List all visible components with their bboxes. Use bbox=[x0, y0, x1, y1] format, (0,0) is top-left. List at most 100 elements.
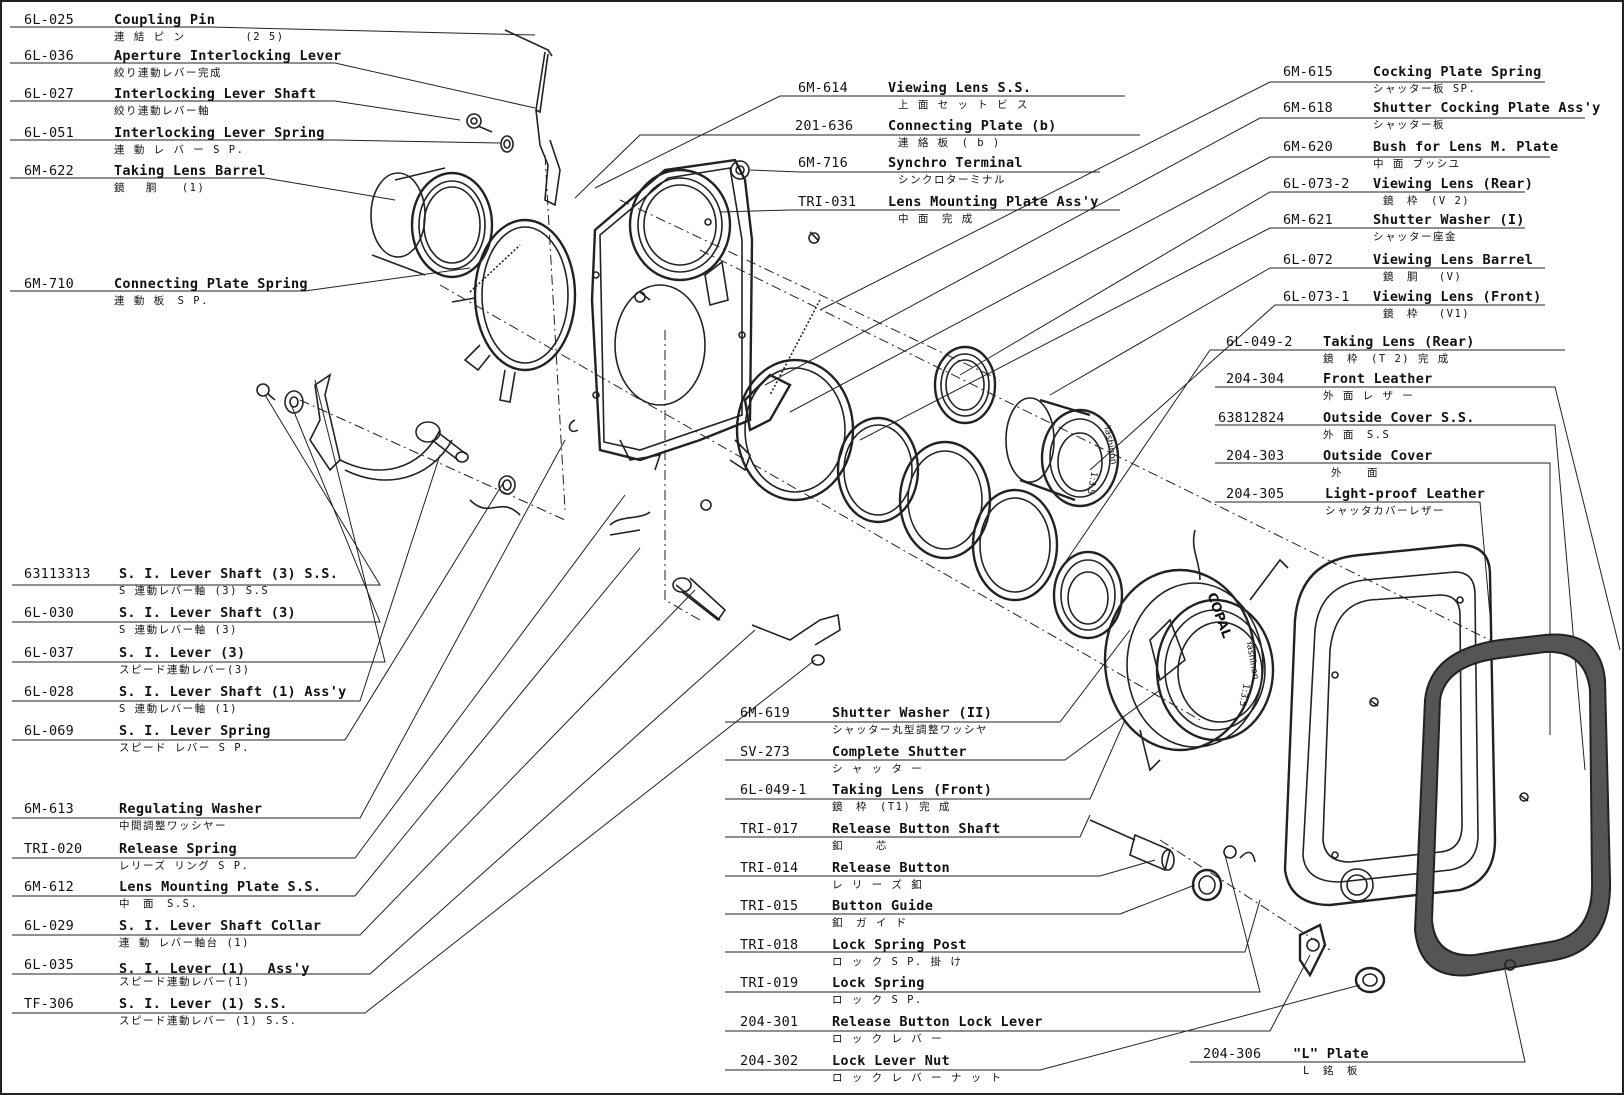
part-code: 6L-072 bbox=[1283, 252, 1333, 268]
part-name-jp: S 連動レバー軸 (3) bbox=[119, 624, 238, 636]
part-name-jp: 鏡 胴 (V) bbox=[1383, 271, 1463, 283]
taking-lens-barrel bbox=[370, 167, 494, 279]
part-name: Synchro Terminal bbox=[888, 155, 1023, 171]
part-name: Shutter Washer (II) bbox=[832, 705, 993, 721]
part-code: 6M-622 bbox=[24, 163, 74, 179]
viewing-lens-front bbox=[1052, 550, 1124, 640]
part-name: Connecting Plate (b) bbox=[888, 118, 1057, 134]
part-code: 201-636 bbox=[795, 118, 854, 134]
assembly-axes bbox=[299, 154, 1511, 951]
part-code: 6M-619 bbox=[740, 705, 790, 721]
part-name: S. I. Lever Shaft Collar bbox=[119, 918, 322, 934]
part-code: 6L-036 bbox=[24, 48, 74, 64]
part-name: Outside Cover S.S. bbox=[1323, 410, 1475, 426]
part-name-jp: ロ ッ ク S P. bbox=[832, 994, 923, 1006]
part-name: Lens Mounting Plate S.S. bbox=[119, 879, 322, 895]
part-code: 6M-612 bbox=[24, 879, 74, 895]
part-name: Shutter Washer (I) bbox=[1373, 212, 1525, 228]
part-name-jp: 連 絡 板 ( b ) bbox=[898, 137, 1001, 149]
part-code: 63812824 bbox=[1218, 410, 1285, 426]
part-code: 204-304 bbox=[1226, 371, 1285, 387]
part-name-jp: シャッタカバーレザー bbox=[1325, 505, 1445, 517]
part-name-jp: ロ ッ ク S P. 掛 け bbox=[832, 956, 963, 968]
part-name: Release Spring bbox=[119, 841, 237, 857]
part-name: Complete Shutter bbox=[832, 744, 967, 760]
leader-lines-left bbox=[10, 26, 816, 1014]
part-name-jp: 連 動 レバー軸台 (1) bbox=[119, 937, 250, 949]
part-name-jp: 外 面 レ ザ ー bbox=[1323, 390, 1415, 402]
part-code: TRI-017 bbox=[740, 821, 799, 837]
part-name-jp: 釦 芯 bbox=[832, 840, 888, 852]
part-name: Light-proof Leather bbox=[1325, 486, 1486, 502]
part-code: TRI-020 bbox=[24, 841, 83, 857]
part-code: 63113313 bbox=[24, 566, 91, 582]
part-code: TF-306 bbox=[24, 996, 74, 1012]
part-name-jp: S 連動レバー軸 (3) S.S bbox=[119, 585, 270, 597]
part-name-jp: 鏡 枠 (V 2) bbox=[1383, 195, 1471, 207]
part-code: 6L-051 bbox=[24, 125, 74, 141]
part-code: 6L-073-1 bbox=[1283, 289, 1350, 305]
part-name-jp: シャッター丸型調整ワッシヤ bbox=[832, 724, 988, 736]
part-code: 6M-620 bbox=[1283, 139, 1333, 155]
part-name: Lock Lever Nut bbox=[832, 1053, 950, 1069]
part-name-jp: 中 面 ブッシユ bbox=[1373, 158, 1461, 170]
leader-lines-center-bottom bbox=[725, 629, 1526, 1071]
part-name: Cocking Plate Spring bbox=[1373, 64, 1542, 80]
part-code: 6L-030 bbox=[24, 605, 74, 621]
part-name: Viewing Lens (Rear) bbox=[1373, 176, 1534, 192]
part-name-jp: スピード連動レバー (1) S.S. bbox=[119, 1015, 298, 1027]
part-name: Release Button Lock Lever bbox=[832, 1014, 1043, 1030]
part-name: S. I. Lever Shaft (3) S.S. bbox=[119, 566, 339, 582]
part-name-jp: 連 動 レ バ ー S P. bbox=[114, 144, 245, 156]
part-name: Front Leather bbox=[1323, 371, 1433, 387]
part-code: 204-303 bbox=[1226, 448, 1285, 464]
part-name: Outside Cover bbox=[1323, 448, 1433, 464]
part-code: TRI-015 bbox=[740, 898, 799, 914]
part-name-jp: 外 面 bbox=[1331, 467, 1379, 479]
part-code: 6M-621 bbox=[1283, 212, 1333, 228]
part-code: 6L-037 bbox=[24, 645, 74, 661]
part-name-jp: 連 結 ピ ン (2 5) bbox=[114, 31, 285, 43]
part-name: S. I. Lever Shaft (3) bbox=[119, 605, 296, 621]
part-name-jp: 中 面 S.S. bbox=[119, 898, 199, 910]
part-code: SV-273 bbox=[740, 744, 790, 760]
lens-mounting-plate bbox=[590, 158, 820, 471]
shutter-washers bbox=[836, 416, 1059, 602]
part-name: Release Button bbox=[832, 860, 950, 876]
part-code: 204-306 bbox=[1203, 1046, 1262, 1062]
part-name: Interlocking Lever Spring bbox=[114, 125, 325, 141]
part-name-jp: スピード連動レバー(3) bbox=[119, 664, 251, 676]
part-code: 6L-027 bbox=[24, 86, 74, 102]
part-code: 6M-614 bbox=[798, 80, 848, 96]
part-name-jp: シャッター板 SP. bbox=[1373, 83, 1477, 95]
part-code: 6M-618 bbox=[1283, 100, 1333, 116]
part-code: 204-301 bbox=[740, 1014, 799, 1030]
light-proof-leather bbox=[1413, 633, 1612, 977]
part-name-jp: シ ャ ッ タ ー bbox=[832, 763, 924, 775]
part-name: Connecting Plate Spring bbox=[114, 276, 308, 292]
part-code: 6L-035 bbox=[24, 957, 74, 973]
release-spring-collar bbox=[609, 499, 841, 666]
leader-lines-center-top bbox=[574, 95, 1140, 213]
part-name-jp: 絞り連動レバー軸 bbox=[114, 105, 210, 117]
shutter-cocking-plate bbox=[729, 299, 855, 502]
part-name: Aperture Interlocking Lever bbox=[114, 48, 342, 64]
part-name: S. I. Lever (3) bbox=[119, 645, 246, 661]
part-name-jp: スピード連動レバー(1) bbox=[119, 976, 251, 988]
part-name-jp: L 銘 板 bbox=[1303, 1065, 1359, 1077]
part-name-jp: スピード レバー S P. bbox=[119, 742, 250, 754]
part-code: 6L-073-2 bbox=[1283, 176, 1350, 192]
part-code: 204-305 bbox=[1226, 486, 1285, 502]
part-code: TRI-014 bbox=[740, 860, 799, 876]
part-name: Release Button Shaft bbox=[832, 821, 1001, 837]
part-code: 6L-049-1 bbox=[740, 782, 807, 798]
part-name: Viewing Lens (Front) bbox=[1373, 289, 1542, 305]
part-code: 6L-029 bbox=[24, 918, 74, 934]
part-name-jp: 絞り連動レバー完成 bbox=[114, 67, 222, 79]
part-code: 6L-069 bbox=[24, 723, 74, 739]
part-code: 6M-710 bbox=[24, 276, 74, 292]
part-name: Viewing Lens Barrel bbox=[1373, 252, 1534, 268]
part-name: S. I. Lever (1) S.S. bbox=[119, 996, 288, 1012]
part-code: TRI-018 bbox=[740, 937, 799, 953]
part-name: Viewing Lens S.S. bbox=[888, 80, 1032, 96]
